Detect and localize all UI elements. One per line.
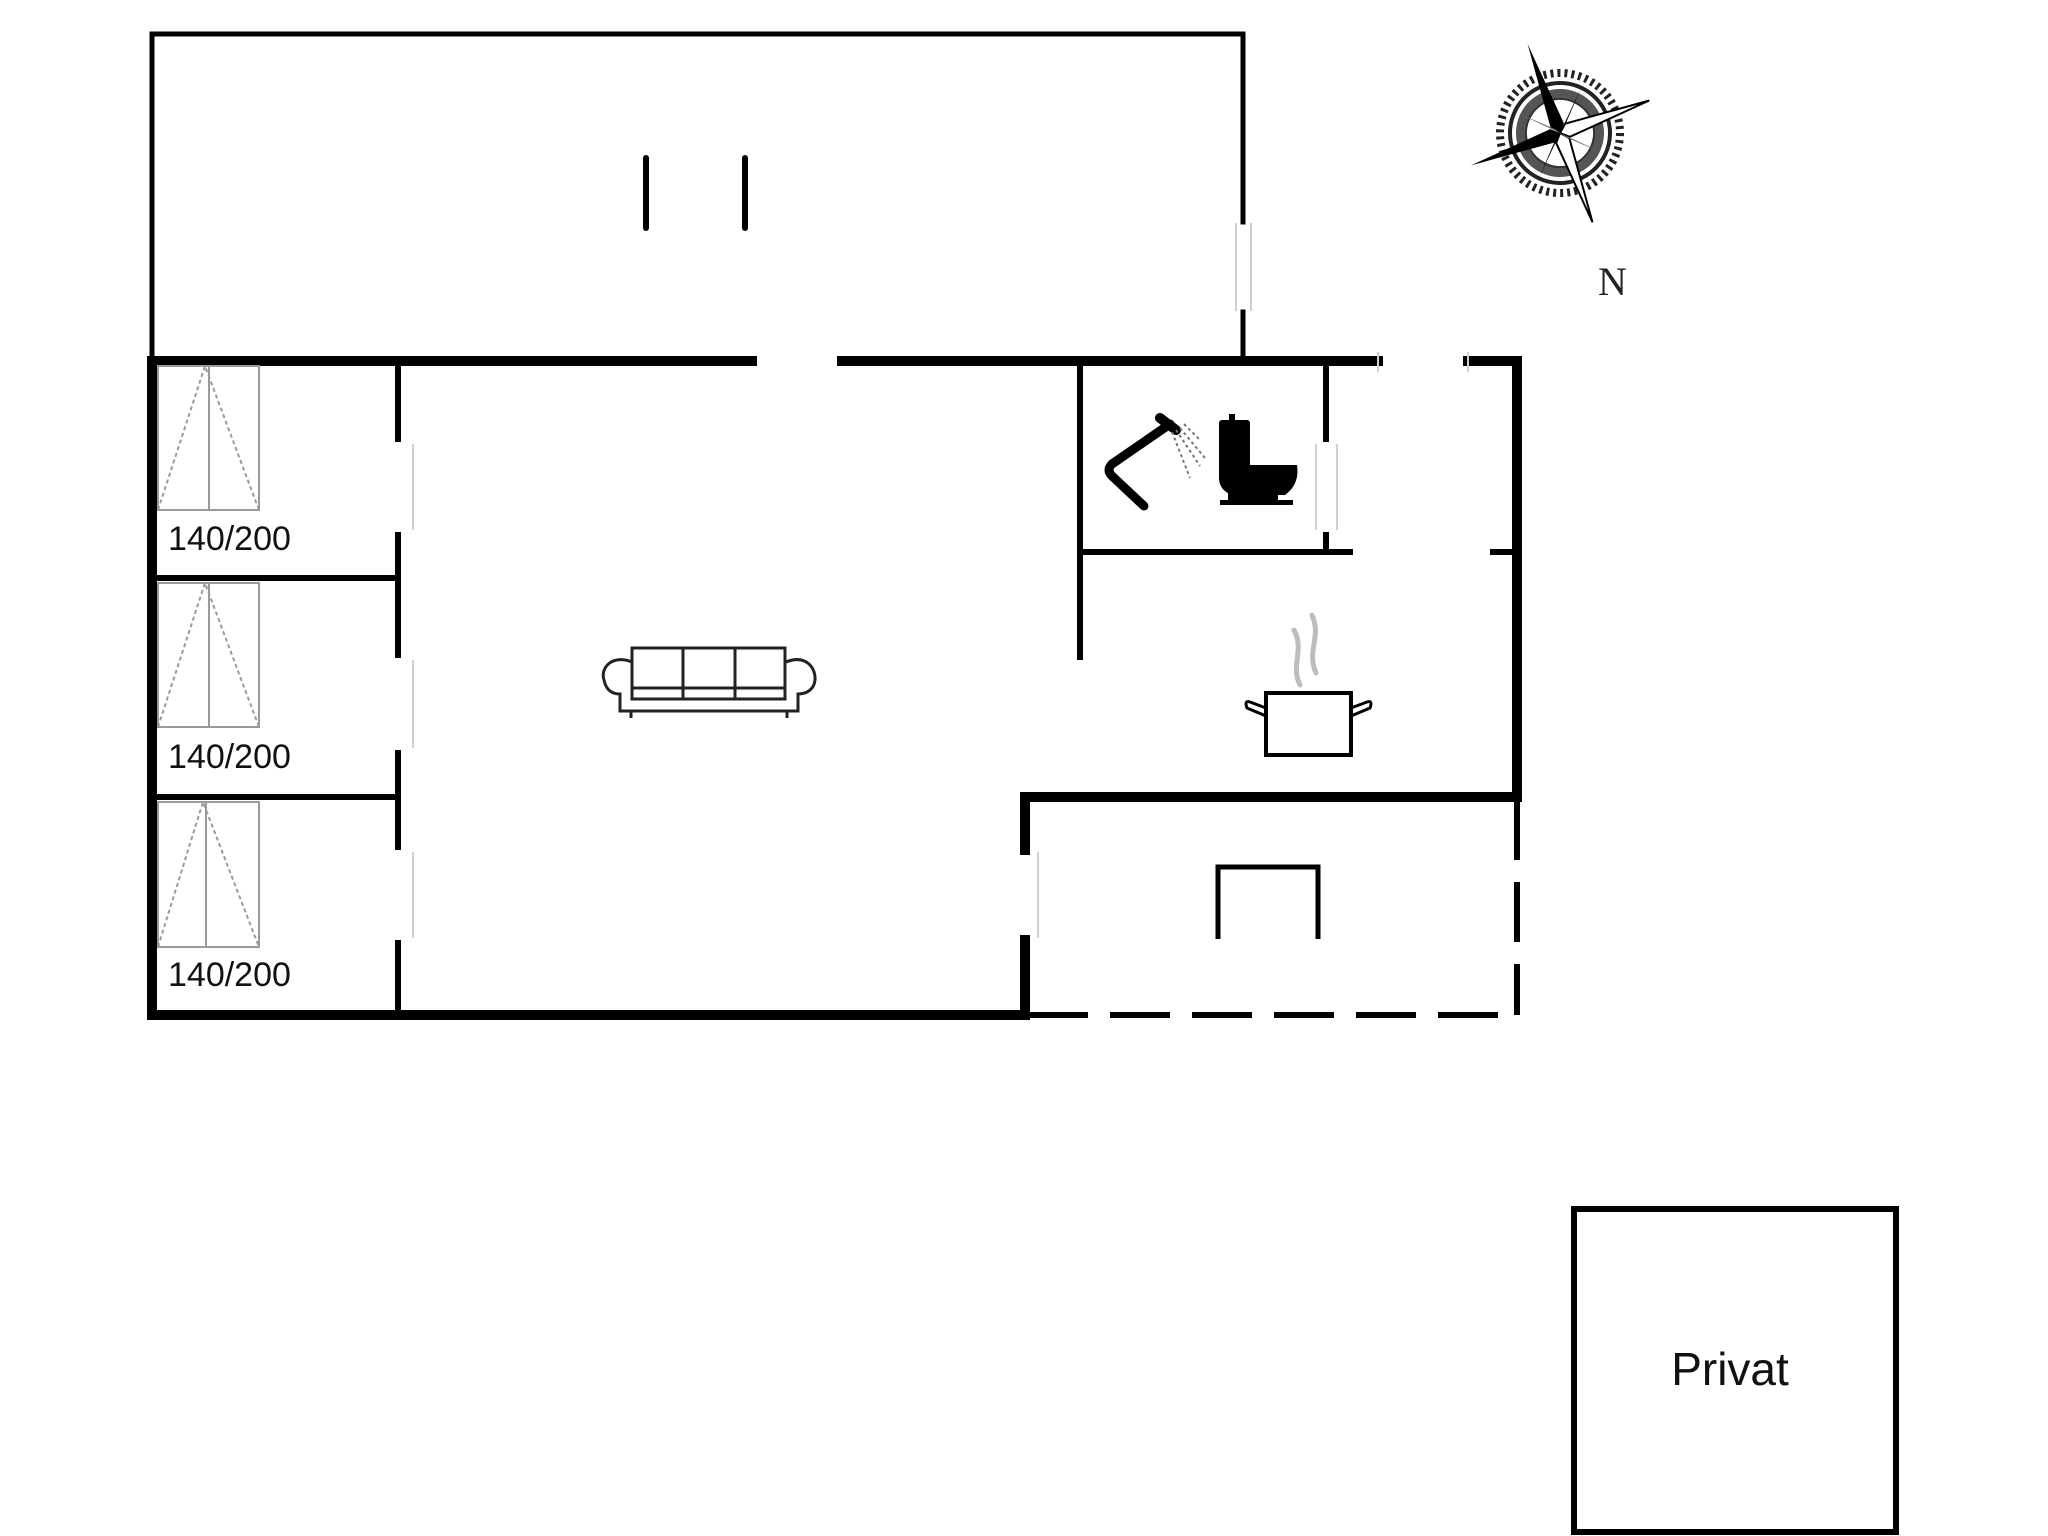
shower-icon — [1104, 413, 1206, 511]
private-area-label: Privat — [1671, 1343, 1789, 1395]
door-openings — [412, 352, 1469, 938]
interior-walls — [152, 361, 1517, 1015]
sofa-icon — [601, 646, 817, 718]
covered-porch — [1028, 800, 1520, 1018]
bed-size-label: 140/200 — [168, 520, 291, 558]
bed-size-label: 140/200 — [168, 738, 291, 776]
bed-size-label: 140/200 — [168, 956, 291, 994]
compass-north-label: N — [1598, 259, 1627, 304]
bed-icon — [157, 362, 260, 511]
exterior-walls — [147, 356, 1522, 1020]
terrace — [149, 31, 1252, 364]
compass-rose-icon — [1470, 43, 1650, 223]
private-area-box — [1571, 1206, 1899, 1535]
cooking-pot-icon — [1244, 612, 1373, 757]
fireplace-icon — [1215, 864, 1321, 939]
toilet-icon — [1219, 414, 1298, 505]
bed-icon — [157, 579, 260, 728]
bed-icon — [157, 798, 260, 948]
